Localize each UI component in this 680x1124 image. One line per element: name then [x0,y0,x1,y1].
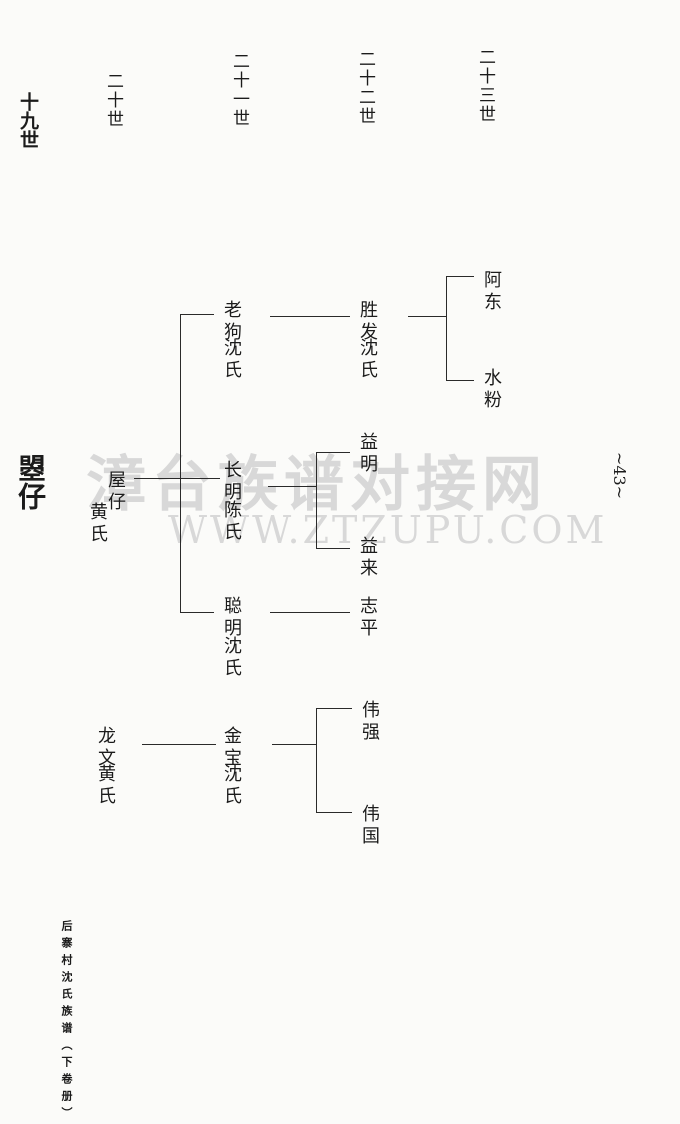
branch2-child-1: 伟强 [359,700,380,744]
generation-header-23: 二十三世 [475,48,495,124]
branch2-branch-bar [316,708,317,812]
son3-child: 志平 [357,596,378,640]
page-number: ~43~ [610,451,630,500]
branch2-child-2: 伟国 [359,804,380,848]
son2-branch-bar [316,452,317,548]
great-grandson-2: 水粉 [481,368,502,412]
grandson-branch-bar [446,276,447,380]
son3-name: 聪明 [221,596,242,640]
son2-spouse: 陈氏 [221,500,242,544]
root-branch-bar [180,314,181,612]
son1-spouse: 沈氏 [221,338,242,382]
root-spouse: 黄氏 [87,502,108,546]
branch-line-weiqiang [316,708,352,709]
watermark-cn: 漳台族谱对接网 [86,450,548,520]
generation-header-22: 二十二世 [355,50,375,126]
branch-line-adong [446,276,474,277]
son2-connector [268,486,316,487]
son3-connector [270,612,350,613]
book-footer: 后寨村沈氏族谱（下卷册） [60,920,73,1124]
root-name: 屋仔 [105,470,126,514]
branch2-son-connector [272,744,316,745]
branch-line-shuifen [446,380,474,381]
branch-line-yilai [316,548,350,549]
branch-line-son3 [180,612,214,613]
son1-name: 老狗 [221,300,242,344]
branch-line-weiguo [316,812,352,813]
son2-child-1: 益明 [357,432,378,476]
branch2-root-name: 龙文 [95,726,116,770]
son2-name: 长明 [221,460,242,504]
generation-header-20: 二十世 [103,72,123,129]
grandson-name: 胜发 [357,300,378,344]
branch2-root-spouse: 黄氏 [95,764,116,808]
son2-child-2: 益来 [357,536,378,580]
branch-line-yiming [316,452,350,453]
son3-spouse: 沈氏 [221,636,242,680]
great-grandson-1: 阿东 [481,270,502,314]
branch2-root-connector [142,744,216,745]
root-big-name: 曌仔 [14,454,47,510]
genealogy-page: 漳台族谱对接网 WWW.ZTZUPU.COM 十九世 二十世 二十一世 二十二世… [14,48,630,1124]
branch2-son-spouse: 沈氏 [221,764,242,808]
generation-header-21: 二十一世 [229,52,249,128]
grandson-connector [408,316,446,317]
branch2-son-name: 金宝 [221,726,242,770]
branch-line-son1 [180,314,214,315]
grandson-spouse: 沈氏 [357,338,378,382]
generation-header-19: 十九世 [17,92,39,149]
root-connector [134,478,180,479]
son1-connector [270,316,350,317]
branch-line-son2 [180,478,220,479]
